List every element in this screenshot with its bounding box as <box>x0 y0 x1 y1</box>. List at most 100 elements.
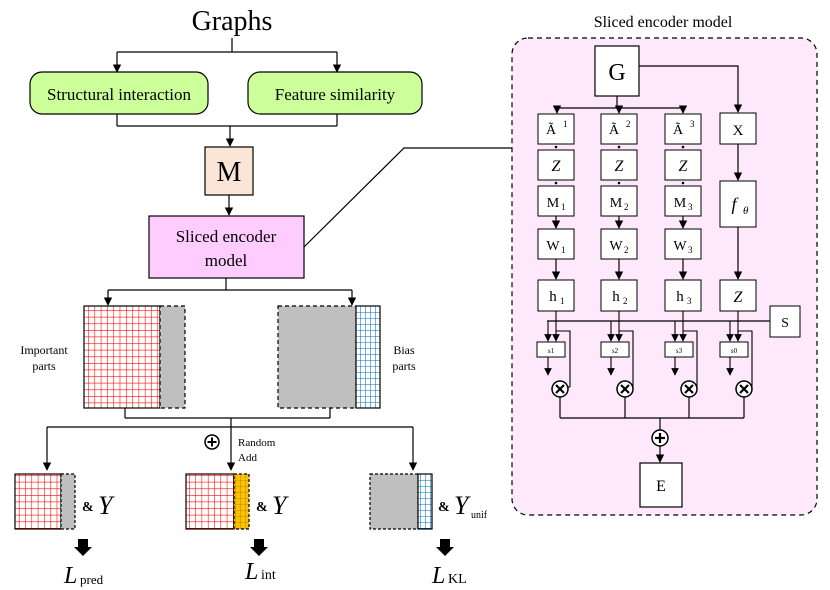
panel-title: Sliced encoder model <box>594 14 733 31</box>
output1-amp: & <box>82 500 94 515</box>
structural-interaction-box <box>29 71 209 115</box>
sliced-encoder-line2: model <box>205 251 248 270</box>
loss-int-l: L <box>244 559 258 585</box>
graphs-title: Graphs <box>192 6 273 37</box>
s0-label: s0 <box>731 347 738 355</box>
s-label: S <box>781 316 789 331</box>
output2-grid <box>185 473 235 530</box>
m-3-label: M <box>674 196 687 211</box>
z-3-label: Z <box>679 158 689 175</box>
output3-y: Y <box>454 491 471 520</box>
important-parts-gray <box>159 305 186 409</box>
bias-parts-grid <box>355 305 381 409</box>
a-tilde-2-label: Ã <box>609 122 620 138</box>
s3-label: s3 <box>676 347 683 355</box>
g-box <box>594 45 640 97</box>
bias-parts-gray <box>277 305 357 409</box>
e-box <box>639 462 683 508</box>
output2-down-arrow <box>250 539 268 556</box>
sliced-encoder-line1: Sliced encoder <box>176 227 277 246</box>
m-1-sub: 1 <box>561 202 566 212</box>
s3-box <box>664 341 694 358</box>
h-3-label: h <box>676 289 684 305</box>
output3-amp: & <box>438 500 450 515</box>
output3-gray <box>369 473 419 530</box>
random-label-2: Add <box>238 452 257 464</box>
s2-box <box>600 341 630 358</box>
s2-label: s2 <box>612 347 619 355</box>
bottom-split-connector <box>42 408 418 471</box>
important-parts-grid <box>83 305 161 409</box>
loss-pred-sub: pred <box>80 572 104 587</box>
w-2-label: W <box>609 239 623 254</box>
zoom-connector <box>303 147 512 248</box>
output1-y: Y <box>98 491 115 520</box>
m-label: M <box>217 157 242 188</box>
column-2: Ã 2 Z M 2 W 2 h 2 <box>600 113 638 312</box>
sum-icon <box>651 429 669 447</box>
loss-kl-l: L <box>431 563 445 589</box>
a-tilde-3-label: Ã <box>673 122 684 138</box>
encoder-split-connector <box>103 278 357 306</box>
w-1-label: W <box>546 239 560 254</box>
output2-yellow <box>233 473 250 530</box>
m-2-sub: 2 <box>624 202 629 212</box>
x-label: X <box>733 123 744 139</box>
output3-down-arrow <box>436 539 454 556</box>
output2-amp: & <box>256 500 268 515</box>
graphs-split-connector <box>112 38 342 73</box>
theta-label: θ <box>743 205 749 217</box>
output3-y-sub: unif <box>471 510 488 521</box>
feature-similarity-label: Feature similarity <box>275 85 396 104</box>
m-2-label: M <box>610 196 623 211</box>
h-3-sub: 3 <box>687 296 692 306</box>
h-2-sub: 2 <box>623 296 628 306</box>
z-2-label: Z <box>615 158 625 175</box>
random-label-1: Random <box>238 437 276 449</box>
output3-grid <box>417 473 433 530</box>
loss-int-sub: int <box>261 568 276 583</box>
merge-connector <box>116 114 338 147</box>
output1-grid <box>14 473 62 530</box>
column-3: Ã 3 Z M 3 W 3 h 3 <box>664 113 702 312</box>
h-1-label: h <box>549 289 557 305</box>
s-small-row <box>544 311 753 388</box>
s1-label: s1 <box>548 347 555 355</box>
output1-down-arrow <box>74 539 92 556</box>
f-label: f <box>731 194 739 214</box>
important-label-2: parts <box>32 359 56 373</box>
g-split-connector <box>552 65 743 114</box>
multiply-icon-2 <box>616 380 634 398</box>
column-1: Ã 1 Z M 1 W 1 h 1 <box>537 113 575 312</box>
multiply-icon-4 <box>735 380 753 398</box>
g-label: G <box>608 60 625 86</box>
important-label-1: Important <box>20 343 68 357</box>
m-1-label: M <box>547 196 560 211</box>
feature-similarity-box <box>247 71 423 115</box>
w-2-sub: 2 <box>624 245 629 255</box>
z-4-label: Z <box>734 289 744 306</box>
w-3-label: W <box>673 239 687 254</box>
a-tilde-1-sup: 1 <box>563 119 568 129</box>
w-1-sub: 1 <box>561 245 566 255</box>
output2-y: Y <box>272 491 289 520</box>
loss-kl-sub: KL <box>448 572 467 587</box>
a-tilde-2-sup: 2 <box>626 119 631 129</box>
bias-label-2: parts <box>392 359 416 373</box>
bias-label-1: Bias <box>393 343 415 357</box>
loss-pred-l: L <box>63 563 77 589</box>
a-tilde-3-sup: 3 <box>690 119 695 129</box>
m-3-sub: 3 <box>688 202 693 212</box>
multiply-icon-3 <box>680 380 698 398</box>
w-3-sub: 3 <box>688 245 693 255</box>
h-1-sub: 1 <box>560 296 565 306</box>
z-1-label: Z <box>552 158 562 175</box>
column-4: X f θ Z <box>719 112 757 312</box>
s0-box <box>719 341 749 358</box>
random-add-icon <box>204 434 220 450</box>
h-2-label: h <box>612 289 620 305</box>
output1-gray <box>60 473 76 530</box>
e-label: E <box>656 478 666 495</box>
sum-connector <box>559 397 745 463</box>
